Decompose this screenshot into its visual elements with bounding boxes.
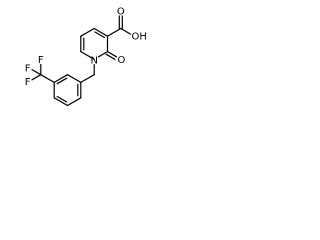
atom-carbonyl-o: O: [117, 7, 125, 18]
bond-b5-b6: [53, 74, 69, 84]
ring-carbonyl-group: [105, 50, 118, 61]
bond-c3-ccooh: [106, 27, 122, 37]
structure-canvas: O OH O N F F F: [0, 0, 160, 126]
bond-n1-c6: [80, 50, 95, 60]
bond-b6-b1: [66, 74, 82, 84]
atom-n: N: [90, 56, 97, 67]
bond-b3-b4-inner: [56, 95, 68, 103]
bond-b2-b3: [66, 97, 82, 107]
bond-c2-o-a: [106, 50, 118, 58]
chemical-structure: O OH O N F F F: [25, 7, 147, 107]
bond-b5-cf3: [40, 74, 55, 84]
trifluoromethyl-group: [31, 63, 55, 84]
bond-c5-c4: [80, 27, 95, 37]
carboxylic-acid-group: [106, 15, 132, 37]
bond-c2-o-b: [105, 53, 116, 61]
benzene-ring: [53, 74, 82, 107]
bond-c2-n1: [97, 50, 109, 58]
bond-cf3-f-bottom: [31, 74, 42, 81]
atom-f-top: F: [38, 55, 44, 66]
bond-cf3-f-left: [31, 68, 42, 76]
atom-f-left: F: [25, 64, 31, 75]
bond-cooh-oh: [120, 27, 132, 35]
atom-ring-carbonyl-o: O: [118, 55, 126, 66]
atom-f-bottom: F: [25, 77, 31, 88]
atom-labels: O OH O N F F F: [25, 7, 147, 89]
pyridinone-ring: [80, 27, 109, 60]
atom-oh: OH: [132, 32, 147, 43]
bond-c4-c3-inner: [94, 31, 106, 39]
bond-b3-b4: [53, 97, 69, 107]
bond-b5-b6-inner: [56, 77, 68, 85]
bond-ch2-aryl: [80, 74, 95, 84]
bond-c4-c3: [93, 27, 109, 37]
